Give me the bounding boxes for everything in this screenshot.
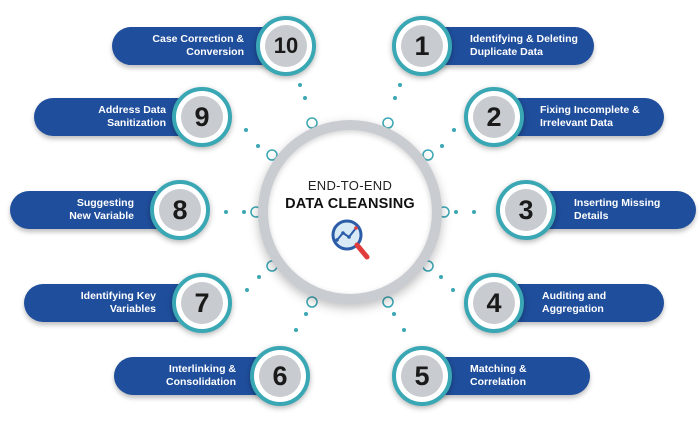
step-3-label-line1: Inserting Missing (574, 197, 661, 209)
step-3-number: 3 (505, 189, 547, 231)
step-8-badge: 8 (150, 180, 210, 240)
step-9-number: 9 (181, 96, 223, 138)
step-8-number: 8 (159, 189, 201, 231)
step-9-label-line1: Address Data (98, 104, 166, 116)
magnifier-chart-icon (331, 219, 370, 260)
step-4-label-line2: Aggregation (542, 303, 604, 315)
step-3-pill: Inserting Missing Details (526, 191, 696, 229)
step-10-number: 10 (265, 25, 307, 67)
step-4-label-line1: Auditing and (542, 290, 607, 302)
step-6-label-line2: Consolidation (166, 376, 236, 388)
step-4-badge: 4 (464, 273, 524, 333)
center-ring: END-TO-END DATA CLEANSING (258, 120, 442, 304)
step-4-number: 4 (473, 282, 515, 324)
step-1-number: 1 (401, 25, 443, 67)
step-10-label-line2: Conversion (186, 46, 244, 58)
step-6-label-line1: Interlinking & (168, 363, 236, 375)
step-5-label-line2: Correlation (470, 376, 527, 388)
step-2-badge: 2 (464, 87, 524, 147)
step-7-pill: Identifying Key Variables (24, 284, 202, 322)
step-3-badge: 3 (496, 180, 556, 240)
step-6-badge: 6 (250, 346, 310, 406)
step-6-number: 6 (259, 355, 301, 397)
step-3-label-line2: Details (574, 210, 609, 222)
step-9-label-line2: Sanitization (107, 117, 166, 129)
step-2-label-line1: Fixing Incomplete & (540, 104, 640, 116)
step-1-label-line2: Duplicate Data (470, 46, 543, 58)
step-7-label-line1: Identifying Key (80, 290, 156, 302)
center-title-line1: END-TO-END (307, 178, 393, 193)
step-1-badge: 1 (392, 16, 452, 76)
center-disc: END-TO-END DATA CLEANSING (268, 130, 432, 294)
step-5-number: 5 (401, 355, 443, 397)
step-2-number: 2 (473, 96, 515, 138)
step-5-label-line1: Matching & (470, 363, 527, 375)
step-8-label-line1: Suggesting (76, 197, 134, 209)
step-7-label-line2: Variables (109, 303, 156, 315)
step-10-label-line1: Case Correction & (152, 33, 244, 45)
step-5-badge: 5 (392, 346, 452, 406)
step-10-badge: 10 (256, 16, 316, 76)
step-7-number: 7 (181, 282, 223, 324)
center-title-line2: DATA CLEANSING (285, 196, 415, 212)
step-9-badge: 9 (172, 87, 232, 147)
step-7-badge: 7 (172, 273, 232, 333)
step-1-label-line1: Identifying & Deleting (470, 33, 578, 45)
step-2-label-line2: Irrelevant Data (540, 117, 613, 129)
step-8-label-line2: New Variable (69, 210, 134, 222)
